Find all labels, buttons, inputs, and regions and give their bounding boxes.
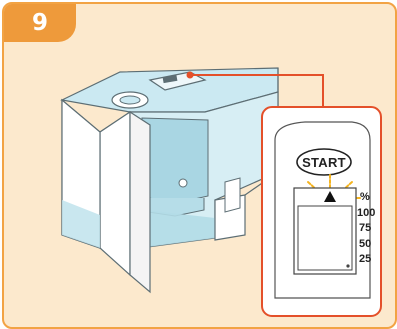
level-label-75: 75	[359, 222, 371, 234]
humidifier-device	[62, 68, 278, 292]
level-label-25: 25	[359, 253, 371, 265]
level-label-50: 50	[359, 238, 371, 250]
percent-unit-label: %	[360, 191, 370, 203]
start-label: START	[295, 149, 353, 175]
level-label-100: 100	[357, 207, 375, 219]
